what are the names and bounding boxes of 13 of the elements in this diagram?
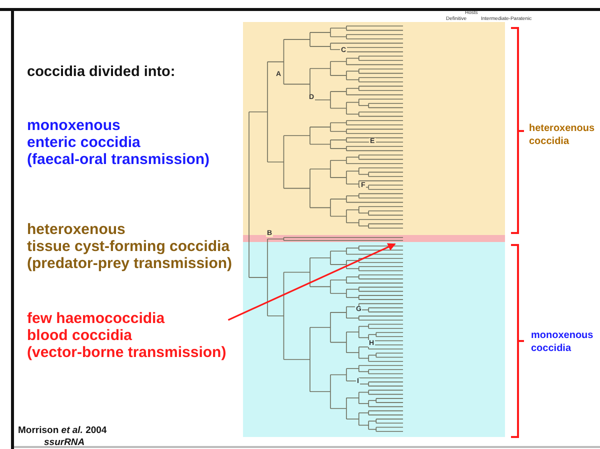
group-heading: enteric coccidia xyxy=(27,134,140,151)
callout-text: few haemococcidia blood coccidia (vector-borne transmission) xyxy=(27,310,226,361)
group-heading: tissue cyst-forming coccidia xyxy=(27,238,230,255)
citation: Morrison et al. 2004 xyxy=(18,425,107,436)
group-heading: heteroxenous xyxy=(27,221,126,238)
heading: coccidia divided into: xyxy=(27,64,176,80)
group-note: (predator-prey transmission) xyxy=(27,255,232,272)
bracket-label: monoxenous coccidia xyxy=(531,329,594,355)
group-heading: monoxenous xyxy=(27,117,120,134)
group-note: (faecal-oral transmission) xyxy=(27,151,210,168)
arrow xyxy=(228,243,396,321)
bracket-label: heteroxenous coccidia xyxy=(529,122,596,148)
citation: ssurRNA xyxy=(44,437,85,448)
